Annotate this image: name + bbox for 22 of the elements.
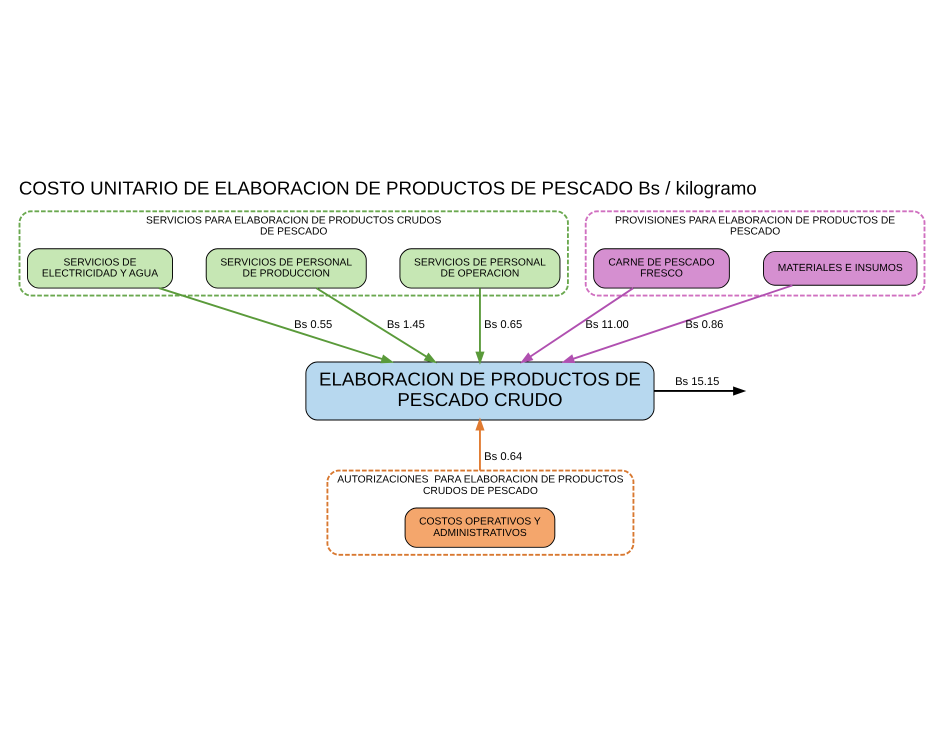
arrow [475, 288, 485, 365]
edge-label: Bs 0.64 [484, 450, 522, 463]
arrow [520, 287, 634, 364]
node-box: CARNE DE PESCADO FRESCO [593, 248, 730, 289]
node-box: COSTOS OPERATIVOS Y ADMINISTRATIVOS [404, 508, 556, 548]
arrow [316, 287, 438, 364]
node-box: SERVICIOS DE ELECTRICIDAD Y AGUA [27, 248, 173, 289]
edge-label: Bs 11.00 [585, 318, 629, 331]
arrow [475, 417, 485, 471]
edge-label: Bs 0.55 [294, 318, 332, 331]
arrow [561, 284, 793, 363]
arrow [158, 287, 394, 364]
node-box: SERVICIOS DE PERSONAL DE OPERACION [399, 248, 560, 289]
edge-label: Bs 0.86 [685, 318, 724, 331]
node-box: MATERIALES E INSUMOS [763, 251, 918, 286]
edge-label: Bs 15.15 [675, 376, 720, 388]
node-box: SERVICIOS DE PERSONAL DE PRODUCCION [206, 248, 367, 289]
arrow [654, 386, 746, 396]
diagram-title: COSTO UNITARIO DE ELABORACION DE PRODUCTOS DE PESCADO Bs / kilogramo [18, 177, 757, 198]
edge-label: Bs 1.45 [386, 318, 425, 331]
edge-label: Bs 0.65 [484, 318, 522, 331]
node-box: ELABORACION DE PRODUCTOS DE PESCADO CRUDO [305, 362, 654, 420]
